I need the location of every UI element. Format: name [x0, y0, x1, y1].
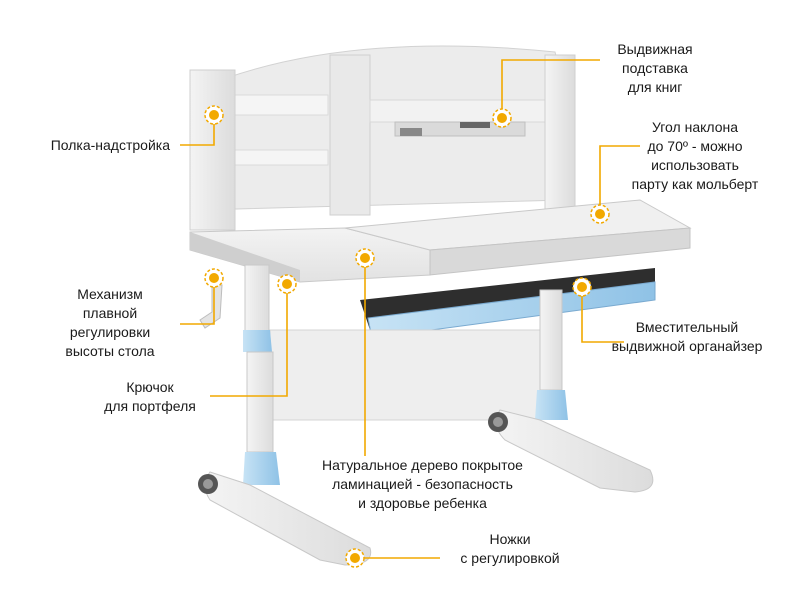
label-book-stand: Выдвижная подставка для книг [600, 40, 710, 97]
label-legs: Ножки с регулировкой [440, 530, 580, 568]
left-leg [198, 264, 372, 566]
height-crank [199, 284, 223, 329]
sun-marker-icon [277, 274, 297, 294]
label-shelf: Полка-надстройка [10, 136, 170, 155]
label-line: до 70º - можно [647, 138, 743, 154]
label-line: выдвижной органайзер [611, 338, 763, 354]
label-line: ламинацией - безопасность [332, 476, 513, 492]
leader-lines [180, 59, 640, 559]
label-line: для портфеля [104, 398, 196, 414]
label-line: Полка-надстройка [50, 137, 170, 153]
sun-marker-icon [355, 248, 375, 268]
sun-marker-icon [345, 548, 365, 568]
label-line: для книг [627, 79, 683, 95]
label-line: подставка [622, 60, 688, 76]
hutch-shelf [189, 45, 576, 231]
sun-marker-icon [204, 105, 224, 125]
label-line: регулировки [69, 324, 151, 340]
label-line: использовать [651, 157, 739, 173]
label-line: Вместительный [635, 319, 739, 335]
label-line: парту как мольберт [631, 176, 759, 192]
right-leg [488, 289, 654, 493]
sun-marker-icon [204, 268, 224, 288]
sun-marker-icon [492, 108, 512, 128]
label-line: высоты стола [65, 343, 155, 359]
modesty-panel [269, 329, 541, 421]
label-line: плавной [82, 305, 138, 321]
book-stand [394, 121, 526, 137]
label-wood: Натуральное дерево покрытое ламинацией -… [295, 456, 550, 513]
label-line: Угол наклона [651, 119, 739, 135]
label-line: и здоровье ребенка [358, 495, 487, 511]
label-hook: Крючок для портфеля [90, 378, 210, 416]
label-line: Ножки [489, 531, 531, 547]
label-tilt: Угол наклона до 70º - можно использовать… [610, 118, 780, 194]
label-line: Крючок [126, 379, 174, 395]
label-line: Выдвижная [617, 41, 693, 57]
label-line: Натуральное дерево покрытое [322, 457, 523, 473]
label-height-mechanism: Механизм плавной регулировки высоты стол… [40, 285, 180, 361]
sun-marker-icon [590, 204, 610, 224]
label-line: с регулировкой [460, 550, 560, 566]
label-line: Механизм [77, 286, 143, 302]
sun-marker-icon [572, 277, 592, 297]
label-organizer: Вместительный выдвижной органайзер [592, 318, 782, 356]
marker-icons [204, 105, 610, 568]
